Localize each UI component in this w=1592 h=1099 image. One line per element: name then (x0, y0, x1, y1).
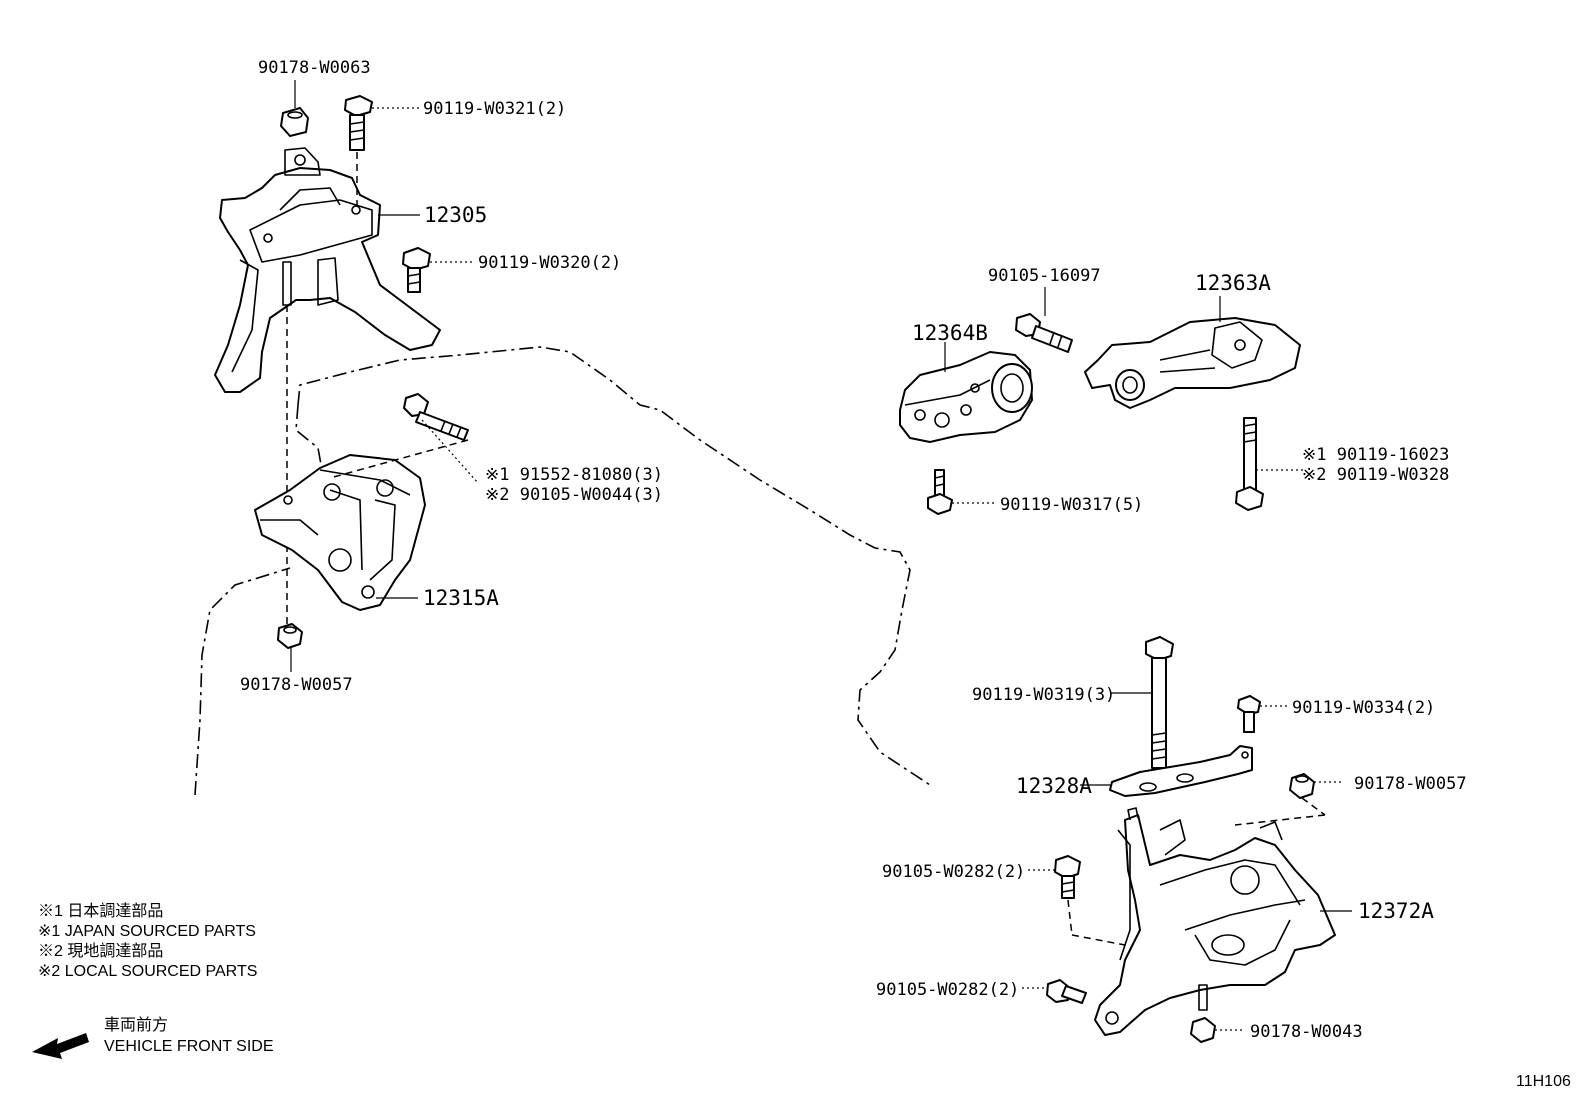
label-90119-W0317: 90119-W0317(5) (1000, 495, 1143, 515)
label-90105-W0044: ※2 90105-W0044(3) (485, 485, 663, 505)
label-12364B: 12364B (912, 321, 988, 345)
label-90178-W0043: 90178-W0043 (1250, 1022, 1363, 1042)
vehicle-front-arrow-icon (32, 1033, 89, 1059)
label-91552-81080: ※1 91552-81080(3) (485, 465, 663, 485)
nut-90178-W0057-left[interactable] (277, 623, 303, 649)
label-90105-W0282-b: 90105-W0282(2) (876, 980, 1019, 1000)
part-12364B-mount-bracket[interactable] (899, 351, 1033, 443)
bolt-90105-W0282-b[interactable] (1046, 979, 1087, 1004)
engine-outline (194, 346, 931, 796)
nut-90178-W0063[interactable] (280, 107, 309, 137)
label-90178-W0057-right: 90178-W0057 (1354, 774, 1467, 794)
part-12363A-torque-rod[interactable] (1084, 317, 1301, 409)
label-90119-W0320: 90119-W0320(2) (478, 253, 621, 273)
bolt-90119-W0320[interactable] (402, 247, 431, 293)
label-90119-W0319: 90119-W0319(3) (972, 685, 1115, 705)
part-12305-engine-mount-bracket[interactable] (214, 147, 441, 393)
bolt-90119-W0319[interactable] (1145, 636, 1174, 769)
bolt-90119-16023[interactable] (1235, 417, 1264, 511)
label-90178-W0063: 90178-W0063 (258, 58, 371, 78)
bolt-90119-W0334[interactable] (1237, 695, 1261, 733)
bolt-90105-16097[interactable] (1015, 313, 1073, 353)
bolt-90105-W0282-a[interactable] (1054, 855, 1081, 899)
label-12372A: 12372A (1358, 899, 1434, 923)
part-12372A-transmission-mount[interactable] (1094, 807, 1336, 1036)
bolt-91552-81080[interactable] (403, 393, 469, 441)
label-90119-W0321: 90119-W0321(2) (423, 99, 566, 119)
note-local-en: ※2 LOCAL SOURCED PARTS (38, 963, 257, 980)
nut-90178-W0043[interactable] (1190, 1017, 1216, 1043)
label-90119-W0334: 90119-W0334(2) (1292, 698, 1435, 718)
front-side-jp: 車両前方 (104, 1016, 168, 1034)
label-12363A: 12363A (1195, 271, 1271, 295)
label-90105-16097: 90105-16097 (988, 266, 1101, 286)
part-12328A-bracket[interactable] (1109, 745, 1253, 797)
note-japan-jp: ※1 日本調達部品 (38, 902, 163, 920)
front-side-en: VEHICLE FRONT SIDE (104, 1038, 274, 1055)
bolt-90119-W0317[interactable] (927, 469, 953, 515)
note-japan-en: ※1 JAPAN SOURCED PARTS (38, 923, 256, 940)
label-12305: 12305 (424, 203, 487, 227)
label-90178-W0057-left: 90178-W0057 (240, 675, 353, 695)
diagram-code: 11H106 (1516, 1073, 1571, 1090)
label-90119-W0328: ※2 90119-W0328 (1302, 465, 1449, 485)
label-90105-W0282-a: 90105-W0282(2) (882, 862, 1025, 882)
label-12328A: 12328A (1016, 774, 1092, 798)
note-local-jp: ※2 現地調達部品 (38, 942, 163, 960)
bolt-90119-W0321[interactable] (344, 95, 373, 151)
nut-90178-W0057-right[interactable] (1289, 773, 1315, 799)
label-90119-16023: ※1 90119-16023 (1302, 445, 1449, 465)
label-12315A: 12315A (423, 586, 499, 610)
part-12315A-engine-mount-bracket[interactable] (254, 454, 426, 611)
